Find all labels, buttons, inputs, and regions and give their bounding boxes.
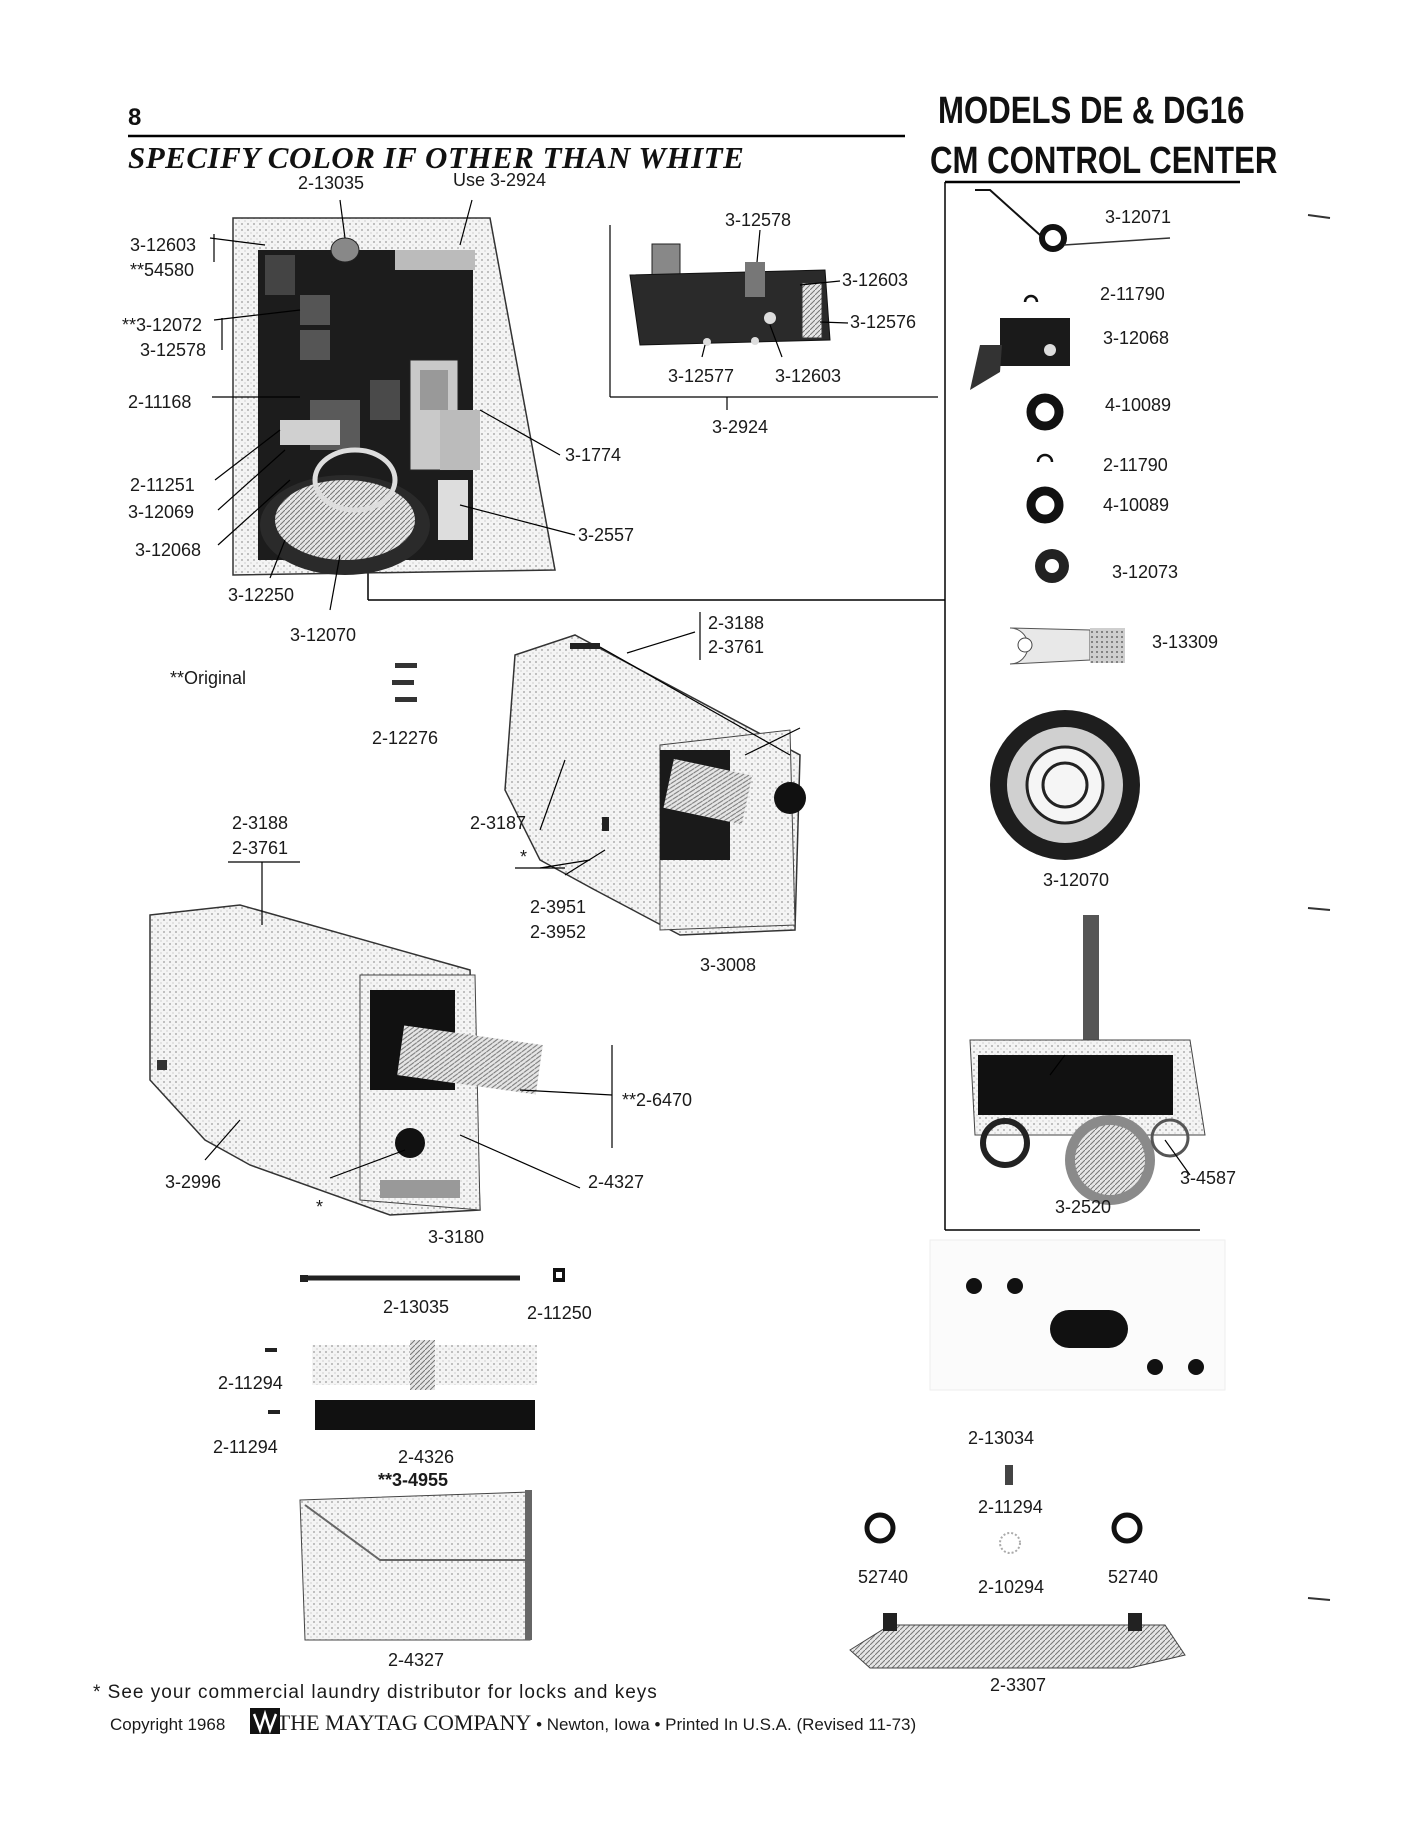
circuit-board-image [629, 243, 831, 346]
label-2-12276: 2-12276 [372, 728, 439, 748]
location-note: • Newton, Iowa • Printed In U.S.A. (Revi… [536, 1715, 917, 1734]
label-3-2996: 3-2996 [165, 1172, 222, 1192]
label-3-12578-b: 3-12578 [725, 210, 792, 230]
right-parts-images [969, 189, 1206, 1205]
label-3-12577: 3-12577 [668, 366, 735, 386]
cabinet-housing-image [504, 634, 806, 936]
label-3-2557: 3-2557 [578, 525, 635, 545]
label-4-10089-a: 4-10089 [1105, 395, 1172, 415]
label-3-12250: 3-12250 [228, 585, 295, 605]
fasteners-image [849, 1465, 1186, 1669]
label-2-11294-b: 2-11294 [213, 1437, 278, 1457]
label-2-11251: 2-11251 [130, 475, 195, 495]
label-3-3008: 3-3008 [700, 955, 757, 975]
label-2-3187: 2-3187 [470, 813, 527, 833]
label-3-12069: 3-12069 [128, 502, 195, 522]
label-2-13034: 2-13034 [968, 1428, 1035, 1448]
control-panel-image [232, 217, 556, 576]
box-part-image [299, 1490, 532, 1641]
label-2-3761-a: 2-3761 [708, 637, 765, 657]
label-54580: **54580 [130, 260, 195, 280]
control-center-title: CM CONTROL CENTER [930, 140, 1278, 182]
label-2-6470: **2-6470 [622, 1090, 693, 1110]
label-2-4327-b: 2-4327 [388, 1650, 445, 1670]
label-2-3307: 2-3307 [990, 1675, 1047, 1695]
screws-image [392, 663, 417, 702]
label-3-12070-b: 3-12070 [1043, 870, 1110, 890]
label-3-12068-b: 3-12068 [1103, 328, 1170, 348]
label-2-11168: 2-11168 [128, 392, 192, 412]
label-3-2520: 3-2520 [1055, 1197, 1112, 1217]
label-3-12073: 3-12073 [1112, 562, 1179, 582]
label-3-12603-b: 3-12603 [842, 270, 909, 290]
faceplate-image [929, 1239, 1226, 1391]
label-3-12603-a: 3-12603 [130, 235, 197, 255]
models-title: MODELS DE & DG16 [938, 90, 1245, 132]
label-3-13309: 3-13309 [1152, 632, 1219, 652]
label-2-3952: 2-3952 [530, 922, 587, 942]
label-original-note: **Original [170, 668, 247, 688]
label-2-11790-a: 2-11790 [1100, 284, 1165, 304]
label-use-3-2924: Use 3-2924 [453, 170, 547, 190]
label-2-3188-b: 2-3188 [232, 813, 289, 833]
label-2-10294: 2-10294 [978, 1577, 1045, 1597]
label-3-12576: 3-12576 [850, 312, 917, 332]
label-2-3188-a: 2-3188 [708, 613, 765, 633]
label-2-13035-top: 2-13035 [298, 173, 365, 193]
label-2-11790-b: 2-11790 [1103, 455, 1168, 475]
label-52740-a: 52740 [858, 1567, 909, 1587]
label-3-12070-a: 3-12070 [290, 625, 357, 645]
label-3-1774: 3-1774 [565, 445, 622, 465]
large-cabinet-image [149, 904, 543, 1216]
company-name: THE MAYTAG COMPANY [276, 1710, 532, 1735]
label-3-4587: 3-4587 [1180, 1168, 1237, 1188]
label-3-12071: 3-12071 [1105, 207, 1172, 227]
label-2-13035: 2-13035 [383, 1297, 450, 1317]
label-3-12068-a: 3-12068 [135, 540, 202, 560]
label-3-3180: 3-3180 [428, 1227, 485, 1247]
lid-part-image [265, 1340, 537, 1430]
label-4-10089-b: 4-10089 [1103, 495, 1170, 515]
specify-color-note: SPECIFY COLOR IF OTHER THAN WHITE [128, 140, 745, 175]
label-3-12072: **3-12072 [122, 315, 203, 335]
label-2-3951: 2-3951 [530, 897, 587, 917]
label-2-4326: 2-4326 [398, 1447, 455, 1467]
locks-footnote: * See your commercial laundry distributo… [93, 1682, 658, 1703]
label-3-12578-a: 3-12578 [140, 340, 207, 360]
label-2-11294-a: 2-11294 [218, 1373, 283, 1393]
label-2-11250: 2-11250 [527, 1303, 592, 1323]
label-3-2924: 3-2924 [712, 417, 769, 437]
asterisk-mark-b: * [316, 1197, 324, 1217]
label-2-4327-a: 2-4327 [588, 1172, 645, 1192]
label-3-4955: **3-4955 [378, 1470, 449, 1490]
label-52740-b: 52740 [1108, 1567, 1159, 1587]
label-2-3761-b: 2-3761 [232, 838, 289, 858]
label-2-11294-c: 2-11294 [978, 1497, 1043, 1517]
asterisk-mark-a: * [520, 847, 528, 867]
copyright-line: Copyright 1968 THE MAYTAG COMPANY • Newt… [110, 1710, 916, 1736]
page-number: 8 [128, 104, 142, 131]
label-3-12603-c: 3-12603 [775, 366, 842, 386]
copyright-year: Copyright 1968 [110, 1715, 226, 1734]
